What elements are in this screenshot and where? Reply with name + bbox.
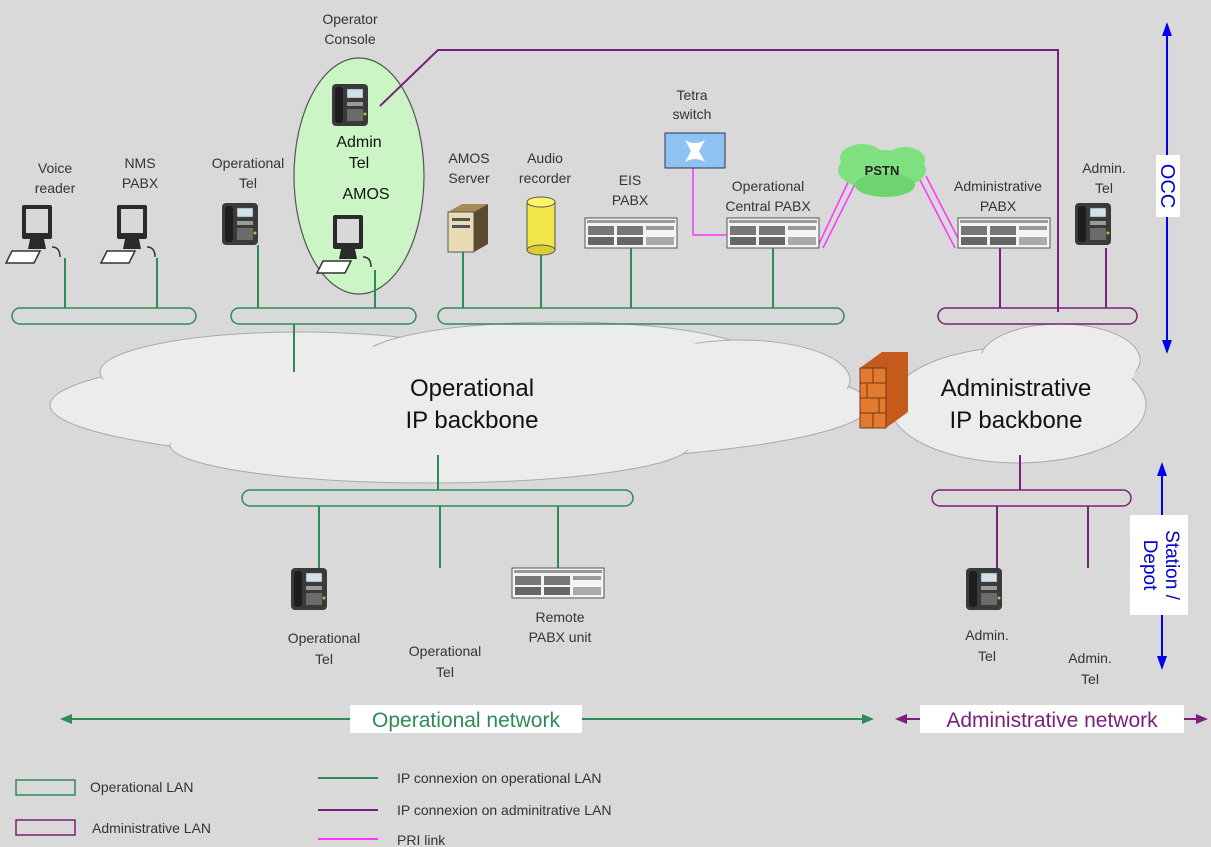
admin-tel-bottom-phone-icon (965, 567, 1003, 611)
legend-pri-label: PRI link (397, 832, 446, 847)
legend-administrative-lan-swatch (15, 819, 76, 836)
admin-tel-console-phone-icon (331, 83, 369, 127)
voice-reader-workstation-icon (5, 204, 61, 264)
operational-lan-top-left (11, 307, 197, 325)
operator-console-group (293, 57, 425, 295)
admin-tel-bottom-2-label: Admin.Tel (1068, 650, 1112, 687)
legend-operational-lan-label: Operational LAN (90, 779, 194, 795)
svg-text:Station /Depot: Station /Depot (1139, 530, 1182, 600)
admin-tel-top-label: Admin.Tel (1082, 160, 1126, 196)
operational-network-label-box (350, 705, 582, 733)
pstn-label: PSTN (865, 163, 900, 178)
administrative-network-label-box (920, 705, 1184, 733)
operational-tel-bottom-phone-icon (290, 567, 328, 611)
amos-server-icon (447, 204, 488, 253)
operational-lan-top-right (437, 307, 845, 325)
operational-central-pabx-icon (726, 217, 820, 249)
admin-console-link (379, 49, 1059, 312)
legend-ip-administrative-label: IP connexion on adminitrative LAN (397, 802, 612, 818)
occ-label-box (1156, 155, 1180, 217)
legend-operational-lan-swatch (15, 779, 76, 796)
operational-lan-top-middle (230, 307, 417, 325)
eis-pabx-icon (584, 217, 678, 249)
operational-backbone-cloud-icon (49, 321, 871, 484)
amos-label: AMOS (342, 186, 389, 203)
administrative-lan-bottom (931, 489, 1132, 507)
firewall-icon (859, 352, 908, 429)
station-depot-label-box (1130, 515, 1188, 615)
administrative-network-label: Administrative network (946, 709, 1158, 732)
operational-tel-top-phone-icon (221, 202, 259, 246)
administrative-pabx-icon (957, 217, 1051, 249)
occ-label: OCC (1156, 164, 1178, 208)
tetra-switch-icon (664, 132, 726, 169)
administrative-lan-top (937, 307, 1138, 325)
legend-ip-operational-label: IP connexion on operational LAN (397, 770, 601, 786)
audio-recorder-icon (526, 196, 556, 256)
operational-ip-links (64, 245, 774, 568)
pstn-cloud-icon (838, 144, 926, 197)
pri-links (692, 168, 962, 249)
administrative-ip-links (996, 248, 1107, 568)
admin-tel-top-phone-icon (1074, 202, 1112, 246)
legend-administrative-lan-label: Administrative LAN (92, 820, 211, 836)
administrative-backbone-cloud-icon (889, 323, 1147, 464)
remote-pabx-icon (511, 567, 605, 599)
nms-pabx-workstation-icon (100, 204, 156, 264)
legend: Operational LAN Administrative LAN IP co… (15, 770, 612, 847)
operational-network-label: Operational network (372, 709, 560, 732)
admin-tel-bottom-1-label: Admin.Tel (965, 627, 1009, 664)
operational-lan-bottom (241, 489, 634, 507)
station-depot-label: Station /Depot (1139, 530, 1182, 600)
